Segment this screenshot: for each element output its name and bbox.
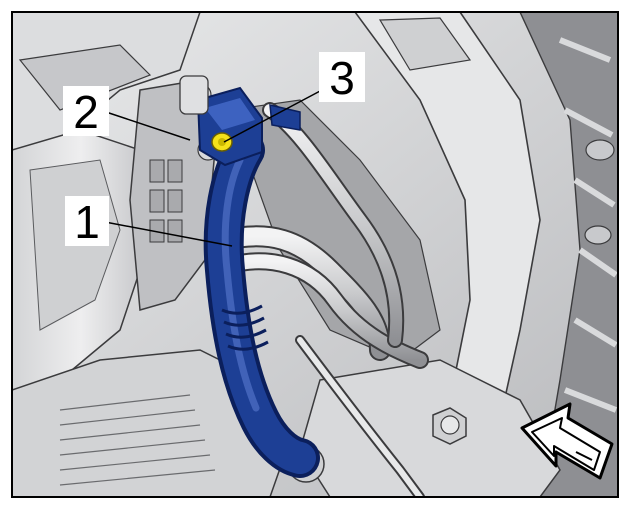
leader-line-2 <box>105 111 191 141</box>
callout-1: 1 <box>65 196 109 248</box>
coolant-hose <box>203 130 320 478</box>
leader-line-1 <box>104 221 233 247</box>
callout-label-2: 2 <box>73 86 99 138</box>
leader-line-3 <box>223 89 323 143</box>
bolt <box>432 407 467 445</box>
callout-label-3: 3 <box>329 52 355 104</box>
figure-border <box>11 11 619 498</box>
direction-arrow-icon <box>520 402 614 480</box>
leader-lines <box>104 89 323 247</box>
right-frame <box>354 12 541 497</box>
callout-3: 3 <box>319 52 365 104</box>
callout-label-1: 1 <box>74 196 100 248</box>
refrigerant-pipes <box>214 102 429 497</box>
yellow-fitting <box>211 132 233 152</box>
callout-2: 2 <box>63 86 109 138</box>
